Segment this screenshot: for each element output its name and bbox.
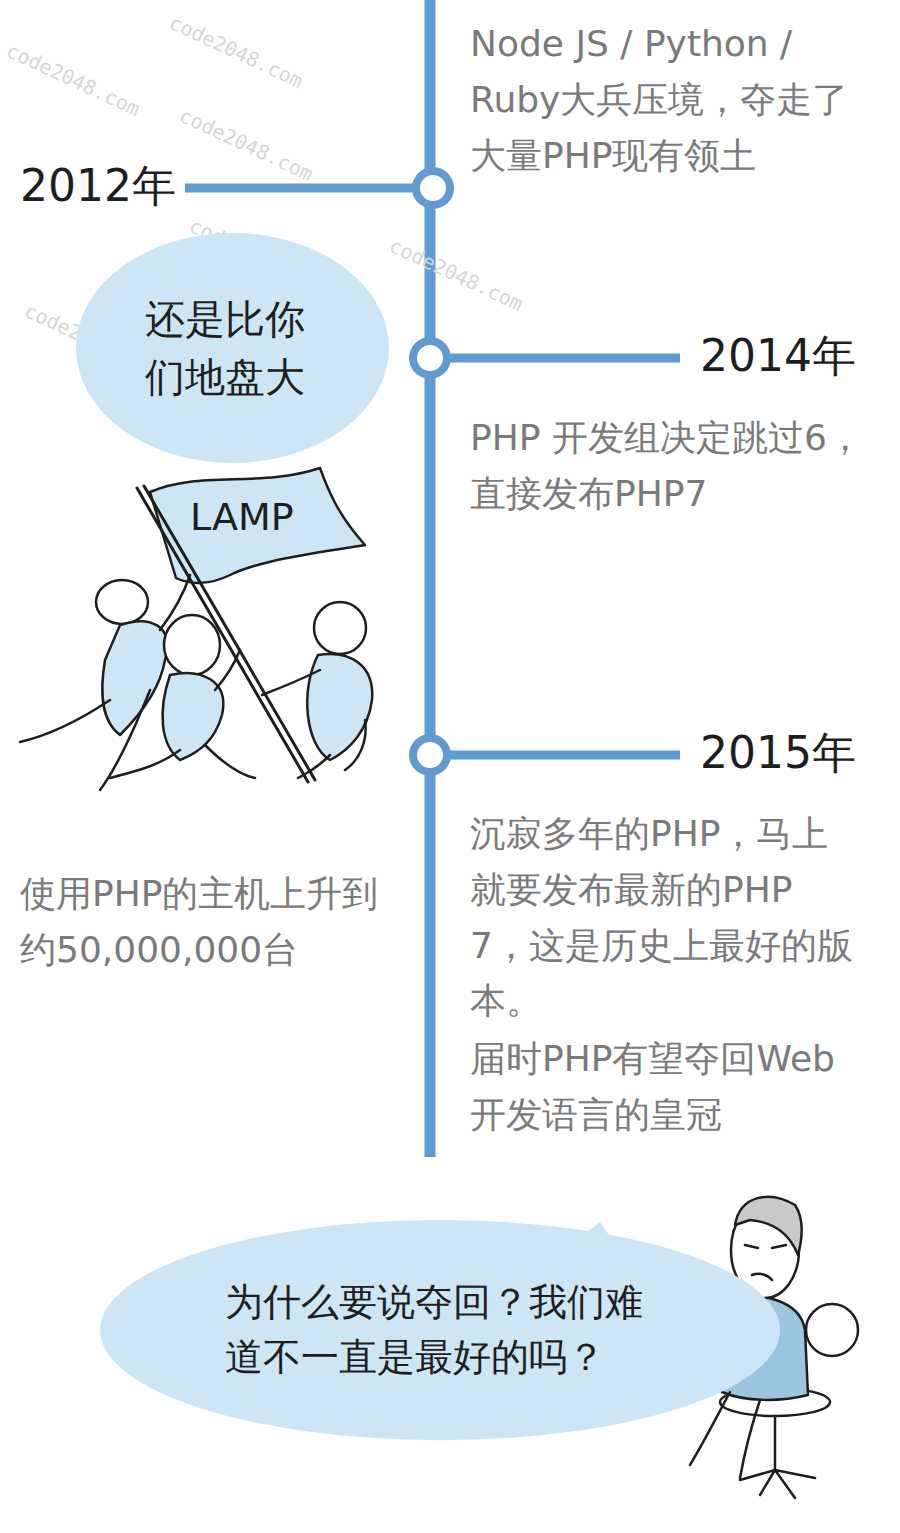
figure-leg (205, 745, 255, 778)
speech-bubble: 为什么要说夺回？我们难道不一直是最好的吗？ (100, 1220, 780, 1440)
event-note: 届时PHP有望夺回Web开发语言的皇冠 (470, 1031, 855, 1143)
bubble-outline (100, 1220, 780, 1440)
figure-head (164, 615, 220, 675)
year-dot (416, 171, 450, 205)
bubble-body (76, 233, 389, 463)
bubble-outline (76, 233, 389, 463)
year-dot (413, 738, 447, 772)
watermark: code2048.com (387, 235, 526, 314)
figure-body (102, 621, 167, 735)
year-label: 2012年 (20, 160, 176, 213)
figure-body (163, 673, 224, 760)
figure-head (96, 580, 148, 624)
chair-back (806, 1304, 858, 1356)
event-note: Node JS / Python / Ruby大兵压境，夺走了大量PHP现有领土 (470, 16, 870, 183)
bubble-body (100, 1220, 780, 1440)
figure-leg (20, 700, 110, 742)
man-legs (690, 1392, 760, 1478)
man-face (745, 1245, 786, 1280)
bubble-text: 为什么要说夺回？我们难道不一直是最好的吗？ (225, 1275, 655, 1385)
bubble-text: 还是比你们地盘大 (145, 290, 320, 406)
year-tick (430, 354, 680, 363)
event-note: 沉寂多年的PHP，马上就要发布最新的PHP 7，这是历史上最好的版本。 (470, 806, 855, 1029)
figure-leg (345, 720, 366, 770)
flag-bearers (20, 468, 372, 790)
year-label: 2014年 (700, 330, 856, 383)
year-label: 2015年 (700, 727, 856, 780)
flag-pole (144, 486, 315, 780)
watermark: code2048.com (177, 105, 316, 184)
flag-text: LAMP (190, 495, 294, 541)
figure-leg (298, 755, 330, 778)
chair-post (774, 1416, 777, 1470)
figure-leg (110, 750, 180, 778)
year-tick (430, 751, 680, 760)
figure-head (314, 602, 366, 654)
chair-base (740, 1470, 815, 1498)
watermark: code2048.com (167, 12, 306, 91)
year-dot (413, 341, 447, 375)
event-note: PHP 开发组决定跳过6，直接发布PHP7 (470, 410, 870, 522)
watermark: code2048.com (4, 40, 143, 119)
stat-note: 使用PHP的主机上升到约50,000,000台 (20, 866, 410, 978)
figure-arm (262, 670, 320, 695)
figure-arm (215, 650, 240, 690)
speech-bubble: 还是比你们地盘大 (76, 233, 389, 463)
year-tick (185, 184, 432, 193)
